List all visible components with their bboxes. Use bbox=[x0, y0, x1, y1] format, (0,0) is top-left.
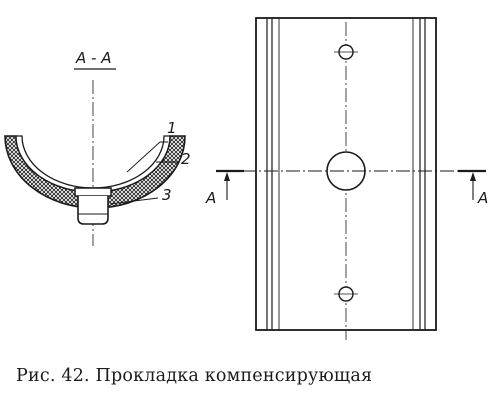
plan-view: A A bbox=[205, 17, 488, 340]
section-arrow-left bbox=[224, 172, 230, 200]
leader-1 bbox=[126, 141, 168, 173]
shim-strip-part-1 bbox=[15, 135, 171, 193]
callout-1: 1 bbox=[167, 119, 177, 137]
section-marker-left: A bbox=[205, 189, 216, 207]
section-label: A - A bbox=[75, 49, 111, 67]
pin-part-3 bbox=[74, 187, 112, 225]
callout-2: 2 bbox=[181, 150, 191, 168]
section-marker-right: A bbox=[477, 189, 488, 207]
callout-3: 3 bbox=[162, 186, 172, 204]
section-view: A - A 1 2 3 bbox=[4, 49, 191, 246]
figure-caption: Рис. 42. Прокладка компенсирующая bbox=[16, 366, 373, 386]
section-arrow-right bbox=[470, 172, 476, 200]
leader-3 bbox=[109, 197, 159, 205]
